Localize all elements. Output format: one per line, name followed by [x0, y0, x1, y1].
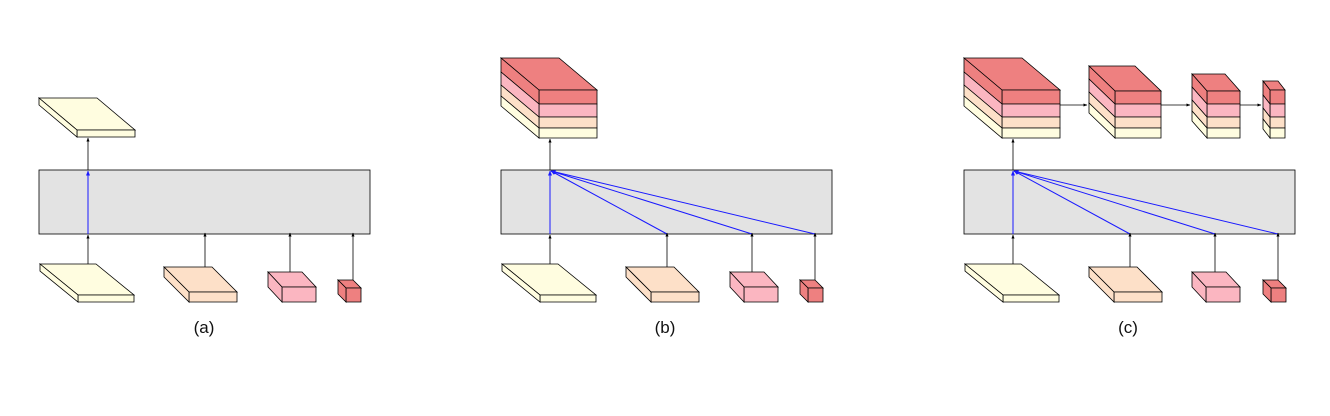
fusion-arrow-4 — [550, 170, 816, 235]
module-box — [500, 169, 833, 235]
caption-c: (c) — [1118, 318, 1138, 337]
input-feature-map-4 — [1262, 279, 1287, 303]
fusion-arrow-3 — [1013, 170, 1216, 235]
stacked-output-4 — [1262, 79, 1286, 140]
stacked-output-2 — [1088, 65, 1162, 139]
module-box — [38, 169, 371, 235]
input-feature-map-1 — [963, 263, 1061, 303]
module-box — [963, 169, 1296, 235]
input-feature-map-1 — [500, 263, 598, 303]
stacked-output-3 — [1191, 72, 1241, 140]
input-feature-map-1 — [38, 263, 136, 303]
input-feature-map-2 — [1088, 266, 1163, 303]
caption-b: (b) — [655, 318, 676, 337]
fusion-arrow-2 — [1013, 170, 1131, 235]
input-feature-map-3 — [729, 270, 779, 304]
stacked-output — [499, 57, 599, 139]
fusion-arrow-4 — [1013, 170, 1279, 235]
stacked-output-1 — [962, 57, 1062, 139]
output-feature-map — [37, 97, 137, 138]
input-feature-map-2 — [163, 266, 238, 303]
input-feature-map-4 — [799, 279, 824, 303]
panel-c: (c) — [962, 57, 1296, 337]
caption-a: (a) — [194, 318, 215, 337]
input-feature-map-3 — [267, 270, 317, 304]
input-feature-map-4 — [337, 279, 362, 303]
fusion-arrow-3 — [550, 170, 753, 235]
panel-a: (a) — [37, 97, 371, 337]
fusion-arrow-2 — [550, 170, 668, 235]
panel-b: (b) — [499, 57, 833, 337]
input-feature-map-2 — [625, 266, 700, 303]
input-feature-map-3 — [1191, 270, 1241, 304]
